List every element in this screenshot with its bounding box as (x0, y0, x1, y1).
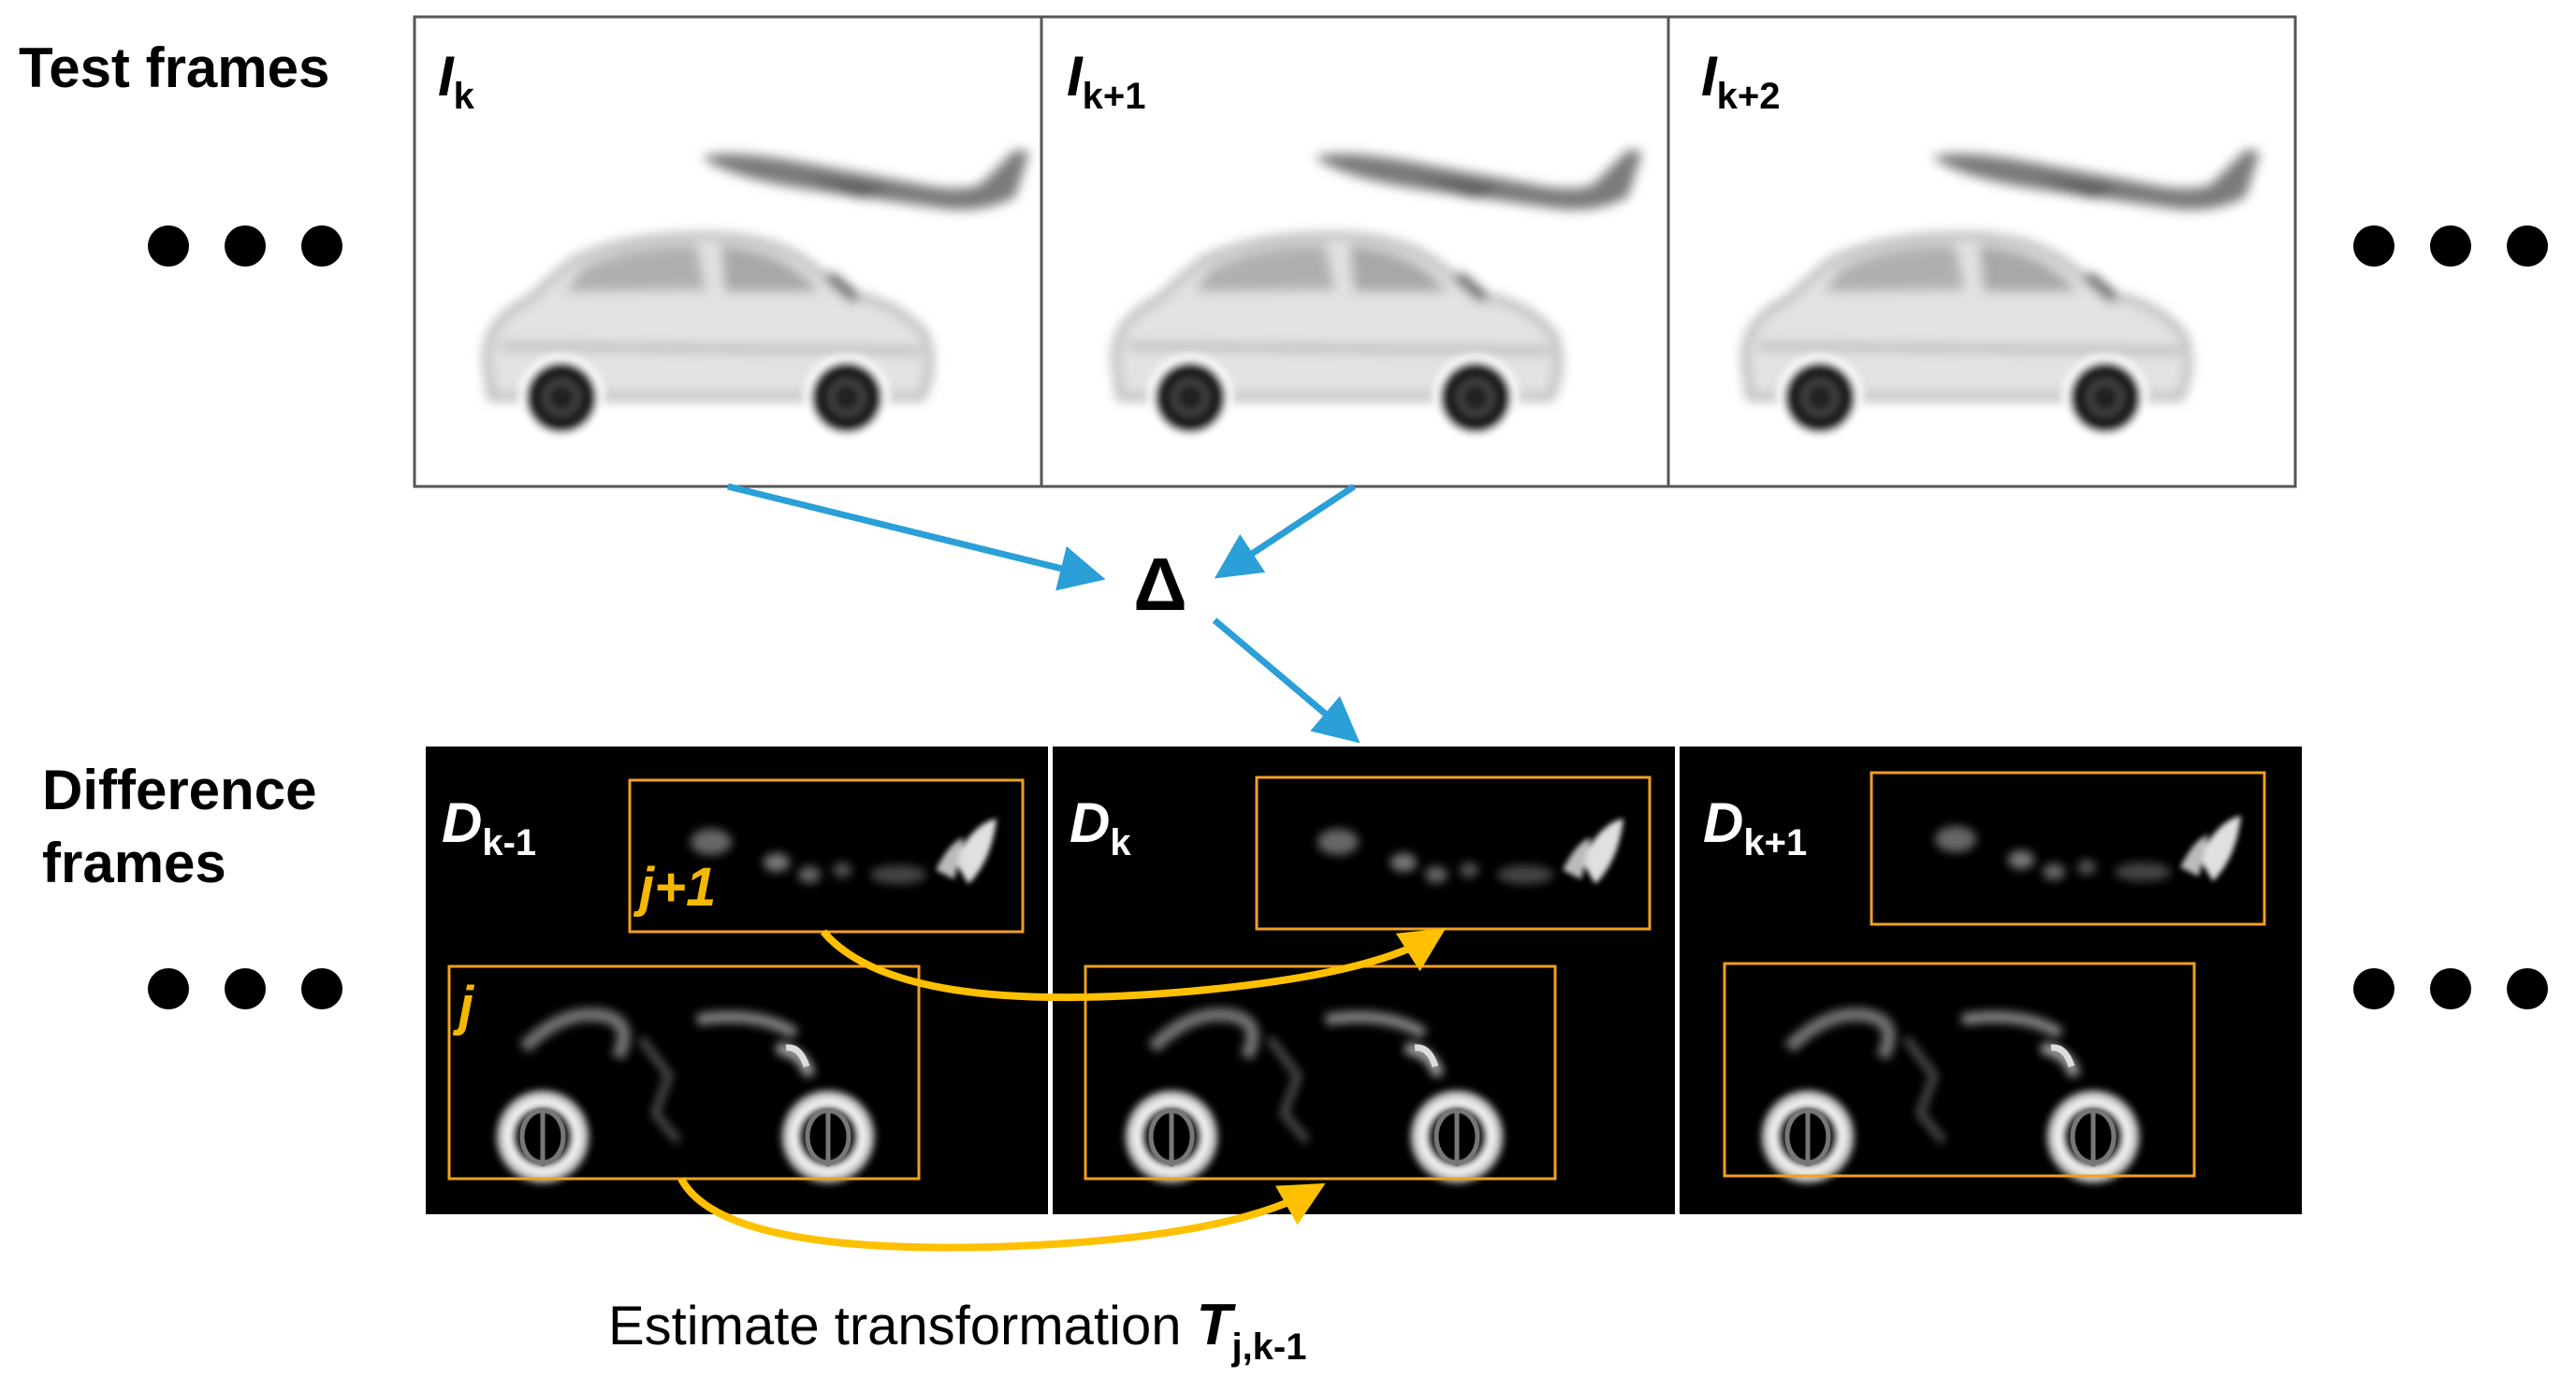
test-frame-symbol: I (1701, 45, 1718, 108)
transformation-subscript: j,k-1 (1230, 1327, 1306, 1368)
test-frame-subscript: k+1 (1083, 76, 1146, 117)
curved-arrow-j-plus-1 (820, 928, 1447, 1002)
estimate-transformation-caption: Estimate transformation Tj,k-1 (608, 1293, 1307, 1368)
difference-frame-subscript: k (1110, 822, 1131, 863)
test-frame-symbol: I (438, 45, 455, 108)
curved-arrow-j (677, 1177, 1326, 1252)
difference-frames-label-line1: Difference (42, 759, 316, 821)
test-frames-label: Test frames (19, 36, 329, 99)
ellipsis-left-bottom-icon (148, 968, 342, 1009)
bounding-box-j (1723, 962, 2196, 1178)
difference-frame-symbol: D (1703, 791, 1743, 854)
svg-text:Ik+2: Ik+2 (1701, 45, 1781, 117)
svg-text:Dk-1: Dk-1 (442, 791, 536, 863)
difference-frame-symbol: D (1070, 791, 1110, 854)
difference-frame-symbol: D (442, 791, 482, 854)
bounding-box-j (1084, 964, 1557, 1181)
bounding-box-label-j-plus-1: j+1 (633, 857, 716, 918)
svg-text:Ik: Ik (438, 45, 475, 117)
delta-symbol: Δ (1133, 543, 1187, 626)
test-frame-subscript: k (454, 76, 475, 117)
svg-text:Dk+1: Dk+1 (1703, 791, 1807, 863)
bounding-box-j-plus-1 (1870, 771, 2266, 926)
test-frame-symbol: I (1067, 45, 1084, 108)
difference-frames-label: Difference frames (42, 759, 332, 894)
test-frame-subscript: k+2 (1717, 76, 1781, 117)
difference-frames-label-line2: frames (42, 832, 226, 894)
difference-frame-subscript: k+1 (1743, 822, 1807, 863)
ellipsis-right-top-icon (2353, 225, 2548, 267)
test-frame-k-plus-1: Ik+1 (1040, 15, 1670, 488)
svg-text:Dk: Dk (1070, 791, 1131, 863)
transformation-symbol: T (1197, 1293, 1237, 1357)
svg-text:Ik+1: Ik+1 (1067, 45, 1146, 117)
arrow-frame-k-plus-1-to-delta (1214, 484, 1356, 579)
arrow-delta-to-difference-frame (1212, 617, 1361, 744)
arrow-frame-k-to-delta (727, 483, 1106, 591)
ellipsis-left-top-icon (148, 225, 342, 267)
difference-frame-k: Dk (1053, 747, 1675, 1214)
difference-frame-subscript: k-1 (482, 822, 536, 863)
ellipsis-right-bottom-icon (2353, 968, 2548, 1009)
difference-frame-k-plus-1: Dk+1 (1680, 747, 2302, 1214)
test-frame-k: Ik (413, 15, 1043, 488)
bounding-box-j-plus-1 (1255, 776, 1652, 931)
test-frame-k-plus-2: Ik+2 (1666, 15, 2297, 488)
difference-frame-k-minus-1: j+1 j Dk-1 (426, 747, 1048, 1214)
estimate-transformation-text: Estimate transformation (608, 1296, 1197, 1356)
